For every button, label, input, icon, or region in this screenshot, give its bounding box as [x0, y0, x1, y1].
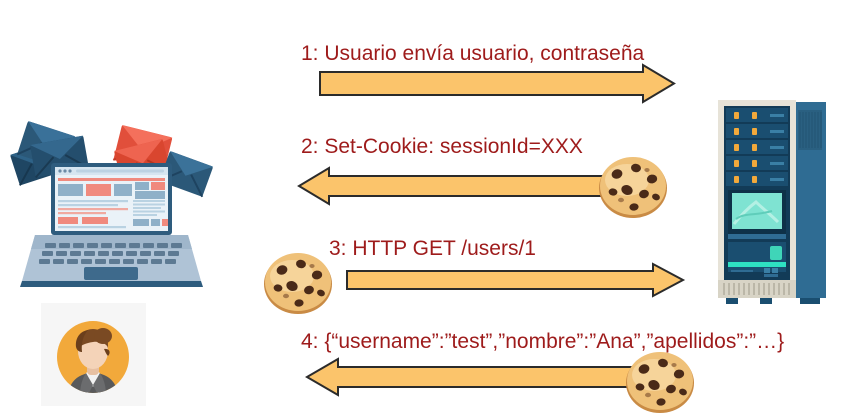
arrow-left-icon: [305, 357, 649, 397]
step-2-label: 2: Set-Cookie: sessionId=XXX: [301, 135, 583, 158]
chocolate-chip-cookie-icon: [626, 352, 694, 413]
step-3-arrow-right: [345, 262, 686, 298]
envelope-icon: [158, 151, 214, 198]
step-1-arrow-right: [318, 63, 676, 105]
server-rack-illustration: [712, 96, 832, 306]
step-4-label: 4: {“username”:”test”,”nombre”:”Ana”,”ap…: [301, 330, 785, 353]
server-lower-unit: [728, 242, 786, 277]
arrow-right-icon: [319, 63, 676, 104]
laptop-with-envelopes-icon: [10, 121, 214, 287]
laptop-screen: [51, 163, 172, 235]
step-2-cookie: [597, 152, 669, 222]
step-3-cookie: [262, 248, 334, 318]
arrow-left-icon: [297, 166, 626, 206]
laptop-client-illustration: [2, 103, 234, 295]
female-user-avatar-icon: [41, 303, 146, 406]
step-4-arrow-left: [305, 357, 650, 397]
user-avatar: [41, 303, 146, 406]
step-4-cookie: [624, 347, 696, 417]
arrow-right-icon: [346, 262, 686, 298]
chocolate-chip-cookie-icon: [599, 157, 667, 218]
step-2-arrow-left: [297, 166, 627, 206]
step-1-label: 1: Usuario envía usuario, contraseña: [301, 42, 645, 65]
laptop-base: [20, 235, 203, 287]
server-monitor: [728, 190, 786, 239]
server-drive-bays: [726, 108, 788, 186]
server-tower-icon: [718, 100, 826, 304]
chocolate-chip-cookie-icon: [264, 253, 332, 314]
step-3-label: 3: HTTP GET /users/1: [329, 237, 536, 260]
